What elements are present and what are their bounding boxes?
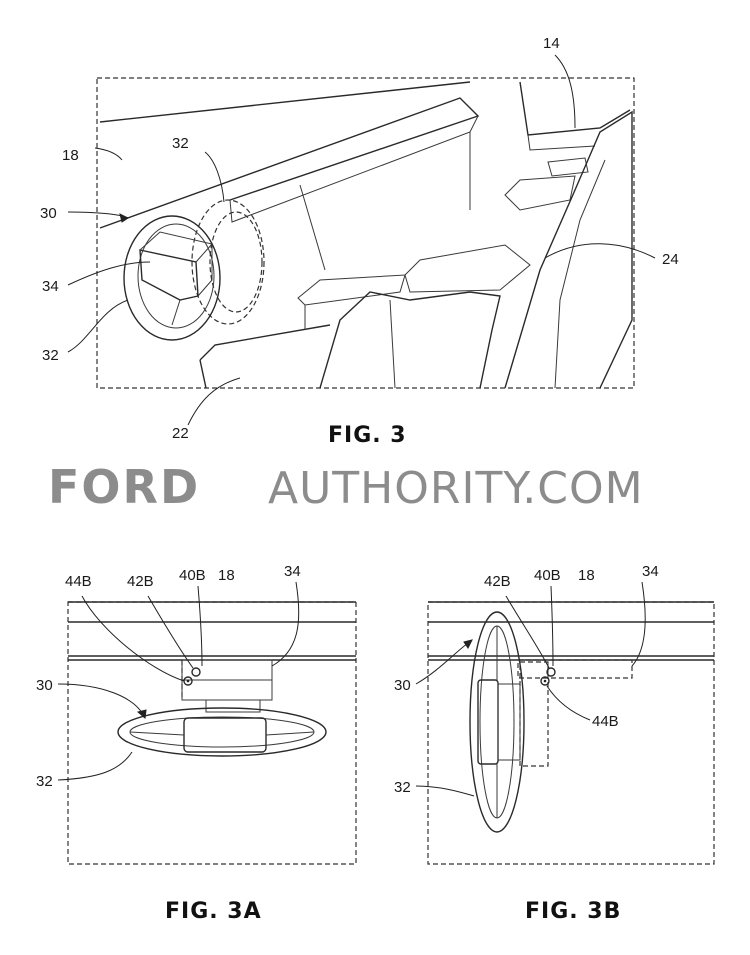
fig3-ref-32-bot: 32: [42, 347, 59, 364]
fig3a-ref-18: 18: [218, 567, 235, 584]
fig3a-ref-42b: 42B: [127, 573, 154, 590]
fig3b-module: [518, 660, 632, 678]
fig3b-ref-30: 30: [394, 677, 411, 694]
fig3-center-console: [200, 360, 206, 388]
fig3-frame: [97, 78, 634, 388]
fig3-drawing: [68, 55, 655, 425]
fig3-dashboard: [100, 82, 470, 122]
fig3-ref-14: 14: [543, 35, 560, 52]
fig3b-ref-42b: 42B: [484, 573, 511, 590]
fig3-ref-24: 24: [662, 251, 679, 268]
fig3a-pivot-42b: [192, 668, 200, 676]
fig3a-ref-32: 32: [36, 773, 53, 790]
fig3a-steering-wheel: [118, 708, 326, 756]
fig3-ref-30: 30: [40, 205, 57, 222]
fig3-ref-32-top: 32: [172, 135, 189, 152]
fig3-steering-wheel: [124, 200, 264, 340]
fig3-caption: FIG. 3: [328, 423, 407, 448]
fig3-seat-24: [505, 112, 632, 388]
fig3b-ref-32: 32: [394, 779, 411, 796]
fig3a-ref-44b: 44B: [65, 573, 92, 590]
fig3b-drawing: [416, 582, 714, 864]
fig3b-ref-44b: 44B: [592, 713, 619, 730]
fig3b-caption: FIG. 3B: [525, 899, 621, 924]
watermark-ford: FORD: [48, 460, 200, 514]
fig3a-ref-30: 30: [36, 677, 53, 694]
fig3a-frame: [68, 602, 356, 864]
fig3-ref-34: 34: [42, 278, 59, 295]
fig3-seat-22: [320, 292, 500, 388]
fig3a-ref-40b: 40B: [179, 567, 206, 584]
fig3-ref-18: 18: [62, 147, 79, 164]
fig3b-ref-18: 18: [578, 567, 595, 584]
watermark-authority: AUTHORITY.COM: [268, 463, 644, 514]
fig3a-caption: FIG. 3A: [165, 899, 262, 924]
fig3-ref-22: 22: [172, 425, 189, 442]
fig3a-ref-34: 34: [284, 563, 301, 580]
fig3b-ref-34: 34: [642, 563, 659, 580]
fig3b-ref-40b: 40B: [534, 567, 561, 584]
fig3a-drawing: [58, 582, 356, 864]
